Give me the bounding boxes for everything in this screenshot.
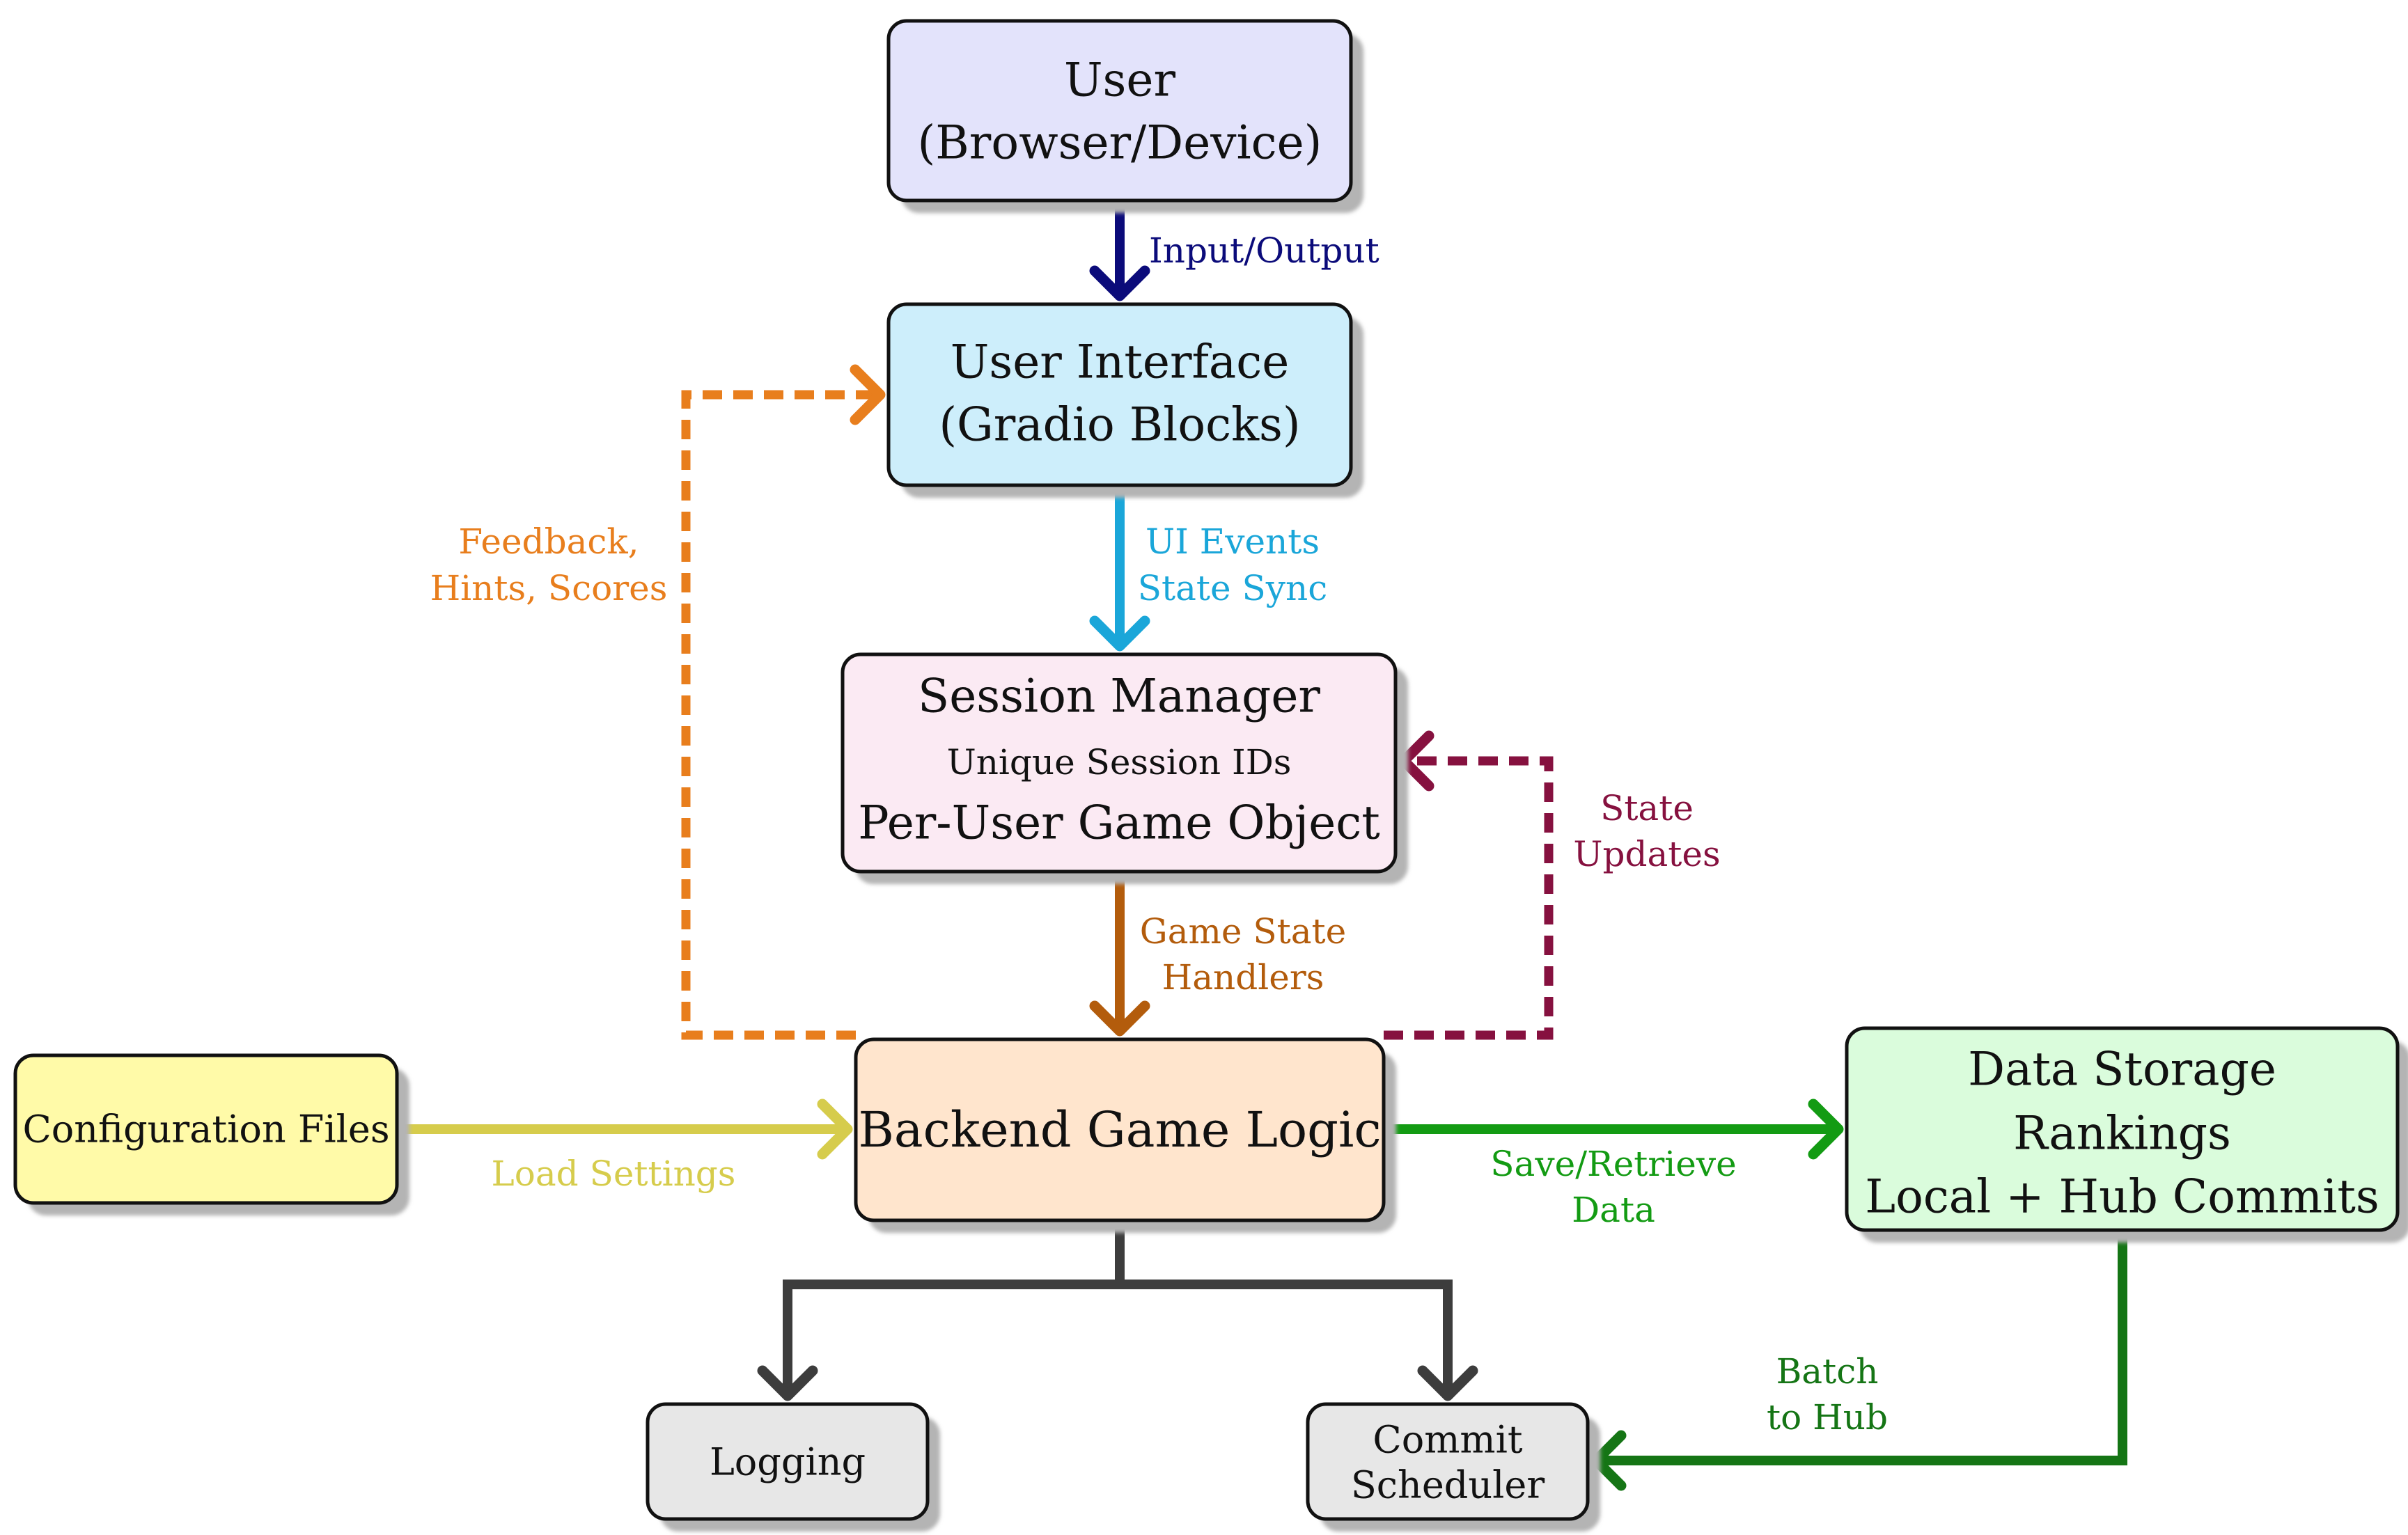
state_updates-edge-line [1384, 756, 1554, 1040]
session-node-label-2: Unique Session IDs [947, 742, 1292, 782]
load_settings-edge [402, 1099, 853, 1160]
backend-node-label-1: Backend Game Logic [858, 1101, 1381, 1158]
config-node-box [13, 1053, 399, 1205]
logging-branch-arrowhead [757, 1365, 818, 1401]
tree-branches [783, 1280, 1453, 1396]
ui_events-arrowhead [1089, 615, 1150, 652]
state_updates-label-1: State [1600, 788, 1694, 828]
load_settings-label-1: Load Settings [492, 1154, 736, 1194]
feedback-edge [681, 364, 886, 1040]
game_state-label-1: Game State [1140, 911, 1346, 952]
storage-node-label-3: Local + Hub Commits [1865, 1170, 2379, 1224]
batch-edge-line [1596, 1236, 2127, 1465]
logging-node-box [646, 1402, 930, 1521]
feedback-edge-line [681, 390, 880, 1040]
input_output-arrowhead [1089, 265, 1150, 301]
connectors [402, 205, 2127, 1491]
game_state-label-2: Handlers [1162, 957, 1324, 998]
ui-node-label-1: User Interface [951, 336, 1290, 389]
nodes: User (Browser/Device) User Interface (Gradi… [13, 19, 2408, 1532]
commit-node-box [1306, 1402, 1590, 1521]
feedback-label-2: Hints, Scores [430, 568, 668, 608]
user-node-label-2: (Browser/Device) [918, 116, 1322, 170]
feedback-label-1: Feedback, [458, 521, 639, 562]
session-node-label-1: Session Manager [918, 670, 1320, 723]
ui_events-label-2: State Sync [1138, 568, 1327, 608]
state_updates-edge [1384, 730, 1554, 1040]
backend-node: Backend Game Logic [854, 1037, 1396, 1233]
game_state-arrowhead [1089, 1000, 1150, 1037]
storage-node-label-1: Data Storage [1968, 1043, 2276, 1096]
ui-node: User Interface (Gradio Blocks) [886, 302, 1363, 498]
save_retrieve-label-1: Save/Retrieve [1490, 1144, 1736, 1184]
logging-node: Logging [646, 1402, 940, 1532]
logging-node-label-1: Logging [710, 1440, 866, 1484]
config-node-label-1: Configuration Files [22, 1108, 389, 1151]
user-node-label-1: User [1064, 54, 1176, 107]
backend-node-box [854, 1037, 1386, 1222]
input_output-label-1: Input/Output [1149, 230, 1379, 271]
input_output-edge [1089, 205, 1150, 301]
batch-label-2: to Hub [1767, 1397, 1888, 1438]
session-node-box [841, 652, 1398, 874]
config-node: Configuration Files [13, 1053, 409, 1215]
ui_events-label-1: UI Events [1146, 521, 1320, 562]
ui-node-label-2: (Gradio Blocks) [939, 398, 1300, 452]
backend-tree-edge [757, 1225, 1478, 1401]
batch-label-1: Batch [1776, 1351, 1879, 1392]
load_settings-arrowhead [817, 1099, 853, 1160]
ui_events-edge [1089, 490, 1150, 652]
ui-node-box [886, 302, 1353, 487]
user-node: User (Browser/Device) [886, 19, 1363, 213]
game_state-edge [1089, 876, 1150, 1037]
save_retrieve-label-2: Data [1572, 1190, 1655, 1230]
save_retrieve-arrowhead [1808, 1099, 1844, 1160]
user-node-box [886, 19, 1353, 203]
commit-node-label-1: Commit [1373, 1418, 1523, 1462]
save_retrieve-edge [1389, 1099, 1844, 1160]
state_updates-label-2: Updates [1573, 834, 1720, 874]
session-node-label-3: Per-User Game Object [858, 796, 1380, 850]
storage-node-label-2: Rankings [2013, 1107, 2231, 1160]
commit-branch-arrowhead [1417, 1365, 1478, 1401]
feedback-arrowhead [850, 364, 886, 425]
storage-node-box [1845, 1026, 2400, 1232]
commit-node-label-2: Scheduler [1351, 1463, 1545, 1507]
